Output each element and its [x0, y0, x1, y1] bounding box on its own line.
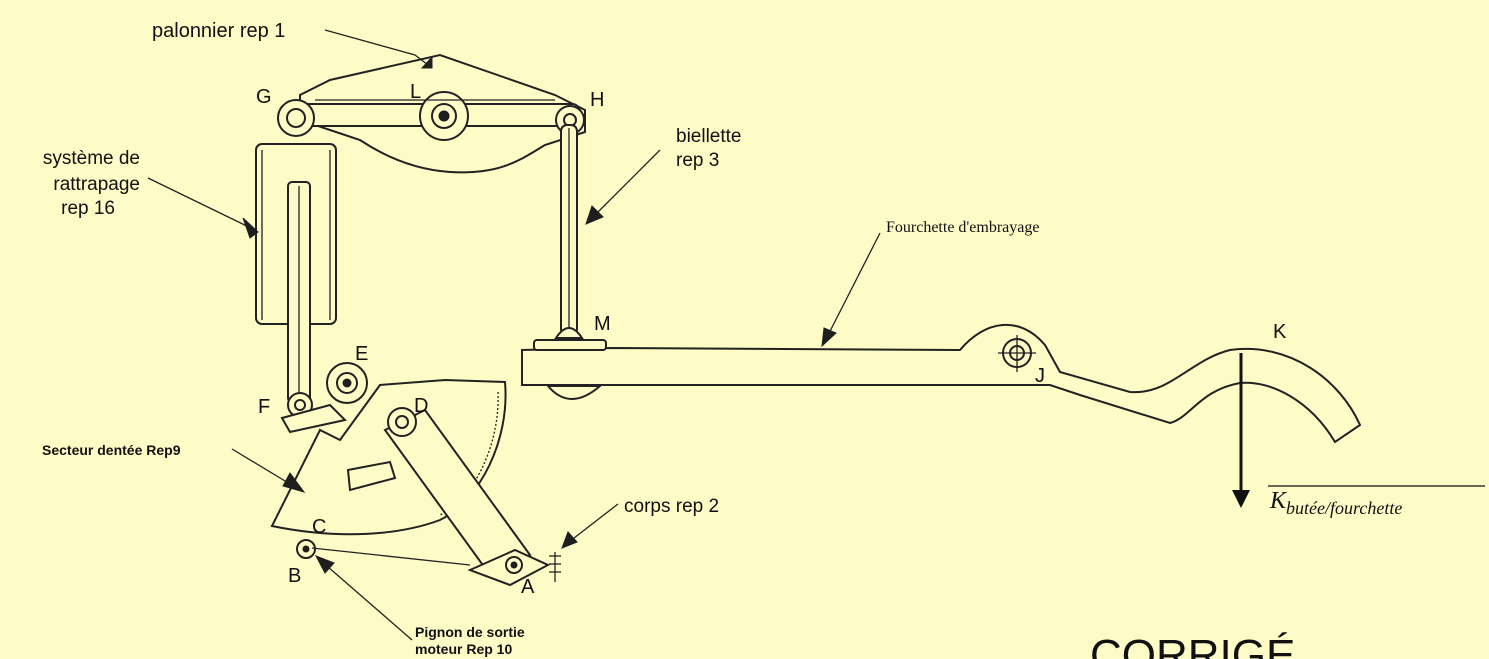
corrige-stamp: CORRIGÉ [1090, 631, 1295, 659]
point-l: L [410, 81, 421, 103]
point-a: A [521, 576, 535, 598]
point-b: B [288, 565, 301, 587]
label-fourchette: Fourchette d'embrayage [886, 219, 1039, 236]
palonnier-lever [277, 53, 586, 174]
rattrapage-cylinder [255, 143, 337, 403]
pignon-b [296, 539, 471, 566]
point-f: F [258, 396, 270, 418]
label-biellette-1: biellette [676, 126, 742, 147]
label-biellette-2: rep 3 [676, 150, 719, 171]
point-h: H [590, 89, 604, 111]
label-palonnier: palonnier rep 1 [152, 20, 285, 42]
label-pignon-2: moteur Rep 10 [415, 641, 512, 657]
force-vector-k [1232, 353, 1485, 508]
force-label-main: K [1269, 488, 1288, 514]
point-k: K [1273, 321, 1287, 343]
pivot-f [280, 392, 348, 434]
force-label: Kbutée/fourchette [1269, 488, 1402, 518]
fourchette-fork [521, 323, 1362, 444]
label-secteur: Secteur dentée Rep9 [42, 442, 181, 458]
label-systeme-1: système de [43, 148, 140, 169]
point-j: J [1035, 365, 1045, 387]
point-m: M [594, 313, 611, 335]
point-c: C [312, 516, 326, 538]
label-corps: corps rep 2 [624, 496, 719, 517]
point-g: G [256, 86, 272, 108]
point-d: D [414, 395, 428, 417]
label-systeme-2: rattrapage [53, 174, 140, 195]
point-e: E [355, 343, 368, 365]
corps-body [383, 407, 561, 587]
biellette-rod [554, 124, 584, 339]
label-systeme-3: rep 16 [61, 198, 115, 219]
label-pignon-1: Pignon de sortie [415, 624, 525, 640]
force-label-sub: butée/fourchette [1286, 498, 1402, 518]
leader-lines [147, 29, 881, 641]
